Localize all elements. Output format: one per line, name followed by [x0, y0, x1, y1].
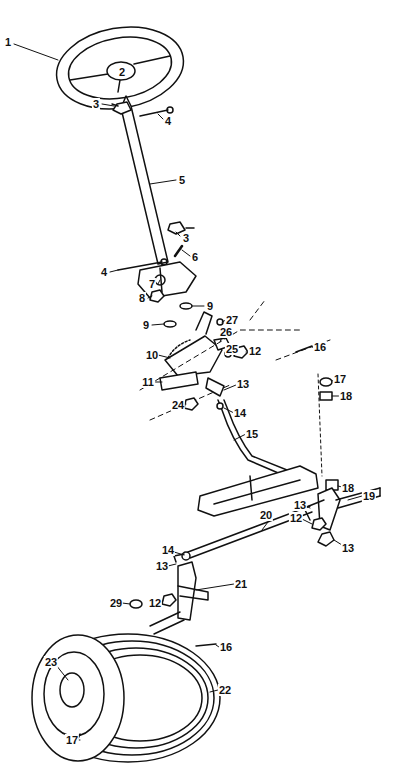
- leader-lines: [14, 44, 362, 740]
- callout-number: 13: [155, 560, 169, 572]
- column-bracket: [138, 262, 196, 327]
- callout-number: 26: [219, 326, 233, 338]
- callout-number: 6: [191, 251, 199, 263]
- callout-number: 5: [178, 174, 186, 186]
- frame-outline: [140, 300, 330, 420]
- callout-number: 3: [182, 232, 190, 244]
- drag-link: [184, 378, 292, 478]
- callout-number: 4: [164, 115, 172, 127]
- callout-number: 25: [225, 343, 239, 355]
- tire: [32, 634, 220, 762]
- callout-number: 17: [65, 734, 79, 746]
- tie-rod: [182, 506, 312, 560]
- callout-number: 21: [234, 578, 248, 590]
- left-spindle: [130, 554, 216, 646]
- callout-number: 19: [362, 490, 376, 502]
- callout-number: 16: [313, 341, 327, 353]
- callout-number: 3: [92, 98, 100, 110]
- callout-number: 12: [148, 597, 162, 609]
- callout-number: 7: [148, 278, 156, 290]
- callout-number: 9: [206, 300, 214, 312]
- callout-number: 8: [138, 292, 146, 304]
- callout-number: 29: [109, 597, 123, 609]
- pivot-parts: [296, 346, 332, 476]
- callout-number: 15: [245, 428, 259, 440]
- callout-number: 13: [341, 542, 355, 554]
- steering-column: [112, 96, 194, 270]
- callout-number: 14: [161, 544, 175, 556]
- callout-number: 13: [236, 378, 250, 390]
- callout-number: 16: [219, 641, 233, 653]
- callout-number: 18: [339, 390, 353, 402]
- callout-number: 11: [141, 376, 155, 388]
- callout-number: 10: [145, 349, 159, 361]
- callout-number: 24: [171, 399, 185, 411]
- callout-number: 12: [289, 512, 303, 524]
- callout-number: 22: [218, 684, 232, 696]
- callout-number: 14: [233, 407, 247, 419]
- steering-gear: [160, 312, 248, 390]
- callout-number: 23: [44, 656, 58, 668]
- right-spindle: [304, 488, 380, 546]
- steering-wheel: [50, 17, 190, 118]
- callout-number: 13: [293, 499, 307, 511]
- callout-number: 18: [341, 482, 355, 494]
- callout-number: 2: [118, 66, 126, 78]
- callout-number: 9: [142, 319, 150, 331]
- callout-number: 27: [225, 314, 239, 326]
- callout-number: 20: [259, 509, 273, 521]
- callout-number: 12: [248, 345, 262, 357]
- callout-number: 1: [4, 36, 12, 48]
- callout-number: 4: [100, 266, 108, 278]
- callout-number: 17: [333, 373, 347, 385]
